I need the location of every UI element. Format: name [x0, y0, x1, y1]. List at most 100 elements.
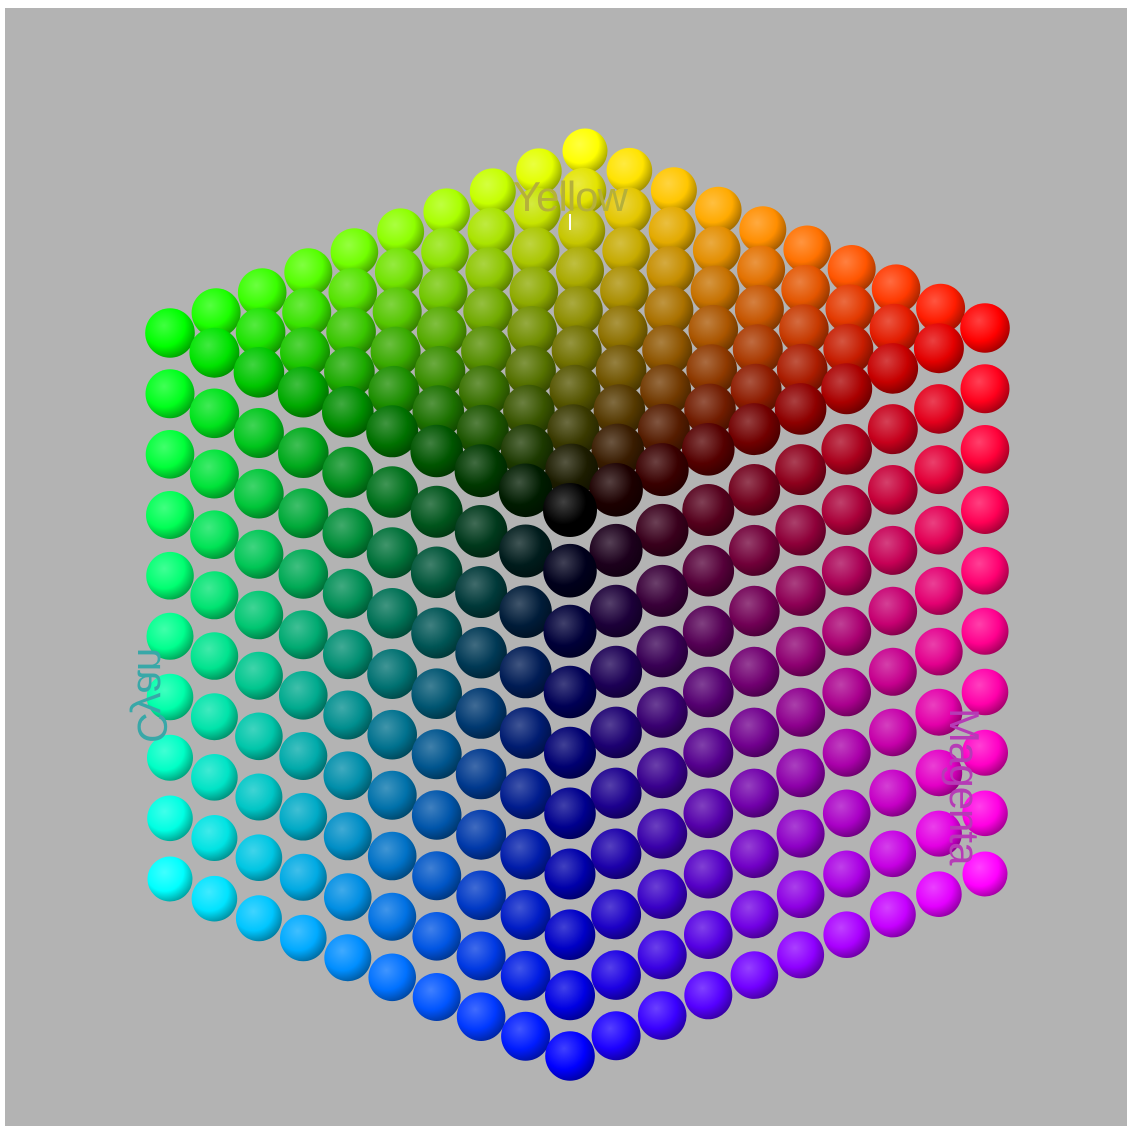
color-sphere — [544, 605, 597, 658]
color-sphere — [190, 510, 239, 559]
color-sphere — [190, 571, 238, 619]
color-sphere — [636, 626, 688, 678]
color-sphere — [961, 547, 1009, 595]
color-sphere — [191, 632, 239, 680]
color-sphere — [590, 585, 643, 638]
color-sphere — [638, 930, 687, 979]
color-sphere — [367, 588, 418, 639]
color-sphere — [235, 652, 283, 700]
color-sphere — [651, 167, 697, 213]
color-sphere — [545, 909, 596, 960]
color-sphere — [192, 876, 238, 922]
color-sphere — [592, 1011, 641, 1060]
color-sphere — [235, 591, 284, 640]
color-sphere — [368, 954, 416, 1002]
color-sphere — [545, 1031, 595, 1081]
color-sphere — [591, 829, 642, 880]
color-sphere — [457, 992, 506, 1041]
color-sphere — [456, 810, 506, 860]
color-sphere — [368, 893, 416, 941]
color-sphere — [591, 950, 641, 1000]
color-sphere — [730, 769, 779, 818]
color-sphere — [683, 545, 735, 597]
color-sphere — [234, 469, 284, 519]
color-sphere — [412, 851, 461, 900]
color-sphere — [684, 850, 733, 899]
color-sphere — [916, 871, 962, 917]
color-sphere — [146, 491, 194, 539]
color-sphere — [456, 871, 506, 921]
color-sphere — [869, 648, 917, 696]
color-sphere — [413, 973, 461, 1021]
color-sphere — [821, 363, 872, 414]
color-sphere — [637, 748, 688, 799]
color-sphere — [500, 829, 551, 880]
color-sphere — [324, 873, 372, 921]
color-sphere — [684, 910, 733, 959]
color-sphere — [411, 668, 462, 719]
color-sphere — [146, 552, 194, 600]
rgb-cube-diagram: Yellow Cyan Magenta — [5, 8, 1127, 1126]
color-sphere — [636, 565, 688, 617]
color-sphere — [501, 951, 551, 1001]
color-sphere — [279, 610, 328, 659]
color-sphere — [455, 627, 507, 679]
color-sphere — [412, 790, 462, 840]
color-sphere — [914, 384, 964, 434]
color-sphere — [368, 832, 417, 881]
color-sphere — [914, 323, 964, 373]
color-sphere — [191, 754, 238, 801]
color-sphere — [590, 646, 642, 698]
color-sphere — [914, 445, 963, 494]
color-sphere — [636, 443, 689, 496]
color-sphere — [822, 485, 872, 535]
color-sphere — [961, 425, 1010, 474]
color-sphere — [728, 403, 780, 455]
color-sphere — [729, 647, 779, 697]
cyan-label: Cyan — [131, 649, 173, 743]
color-sphere — [280, 854, 327, 901]
color-sphere — [915, 567, 963, 615]
color-sphere — [915, 506, 964, 555]
color-sphere — [590, 524, 643, 577]
color-sphere — [822, 546, 872, 596]
color-sphere — [823, 729, 871, 777]
color-sphere — [729, 586, 780, 637]
color-sphere — [683, 606, 734, 657]
color-sphere — [868, 465, 918, 515]
color-sphere — [589, 463, 643, 517]
color-sphere — [868, 343, 919, 394]
color-sphere — [683, 667, 734, 718]
color-sphere — [278, 427, 329, 478]
color-sphere — [191, 815, 237, 861]
color-sphere — [457, 932, 506, 981]
color-sphere — [278, 367, 329, 418]
color-sphere — [368, 771, 417, 820]
color-sphere — [411, 608, 462, 659]
color-sphere — [731, 951, 779, 999]
color-sphere — [544, 788, 596, 840]
color-sphere — [823, 790, 871, 838]
color-sphere — [324, 812, 372, 860]
color-sphere — [456, 688, 507, 739]
color-sphere — [234, 530, 283, 579]
color-sphere — [544, 666, 597, 719]
color-sphere — [683, 728, 733, 778]
color-sphere — [147, 796, 193, 842]
color-sphere — [868, 404, 918, 454]
color-sphere — [637, 687, 688, 738]
color-sphere — [776, 566, 826, 616]
color-sphere — [279, 671, 328, 720]
color-sphere — [411, 547, 463, 599]
color-sphere — [412, 729, 462, 779]
color-sphere — [962, 608, 1009, 655]
color-sphere — [470, 168, 516, 214]
color-sphere — [278, 488, 328, 538]
color-sphere — [730, 708, 780, 758]
color-sphere — [323, 630, 373, 680]
color-sphere — [501, 890, 551, 940]
color-sphere — [730, 830, 779, 879]
color-sphere — [324, 934, 371, 981]
color-sphere — [235, 713, 283, 761]
color-sphere — [775, 444, 826, 495]
